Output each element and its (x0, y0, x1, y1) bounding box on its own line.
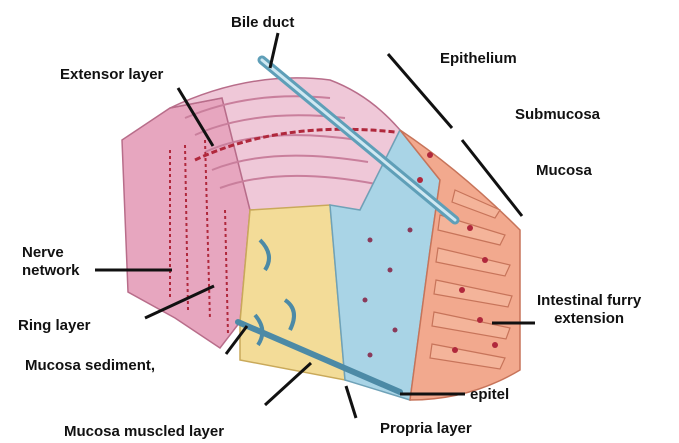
label-mucosa-muscled-layer: Mucosa muscled layer (64, 423, 224, 441)
label-epithelium: Epithelium (440, 50, 517, 68)
label-mucosa: Mucosa (536, 162, 592, 180)
label-propria-layer: Propria layer (380, 420, 472, 438)
label-extensor-layer: Extensor layer (60, 66, 163, 84)
label-nerve-network: Nerve network (22, 244, 80, 280)
label-nerve-network-line2: network (22, 262, 80, 280)
label-ring-layer: Ring layer (18, 317, 91, 335)
label-intestinal-furry-extension: Intestinal furry extension (537, 292, 641, 328)
label-intestinal-line1: Intestinal furry (537, 292, 641, 310)
label-submucosa: Submucosa (515, 106, 600, 124)
label-nerve-network-line1: Nerve (22, 244, 80, 262)
label-epitel: epitel (470, 386, 509, 404)
yellow-layer (240, 205, 345, 380)
label-mucosa-sediment: Mucosa sediment, (25, 357, 155, 375)
label-intestinal-line2: extension (537, 310, 641, 328)
label-bile-duct: Bile duct (231, 14, 294, 32)
